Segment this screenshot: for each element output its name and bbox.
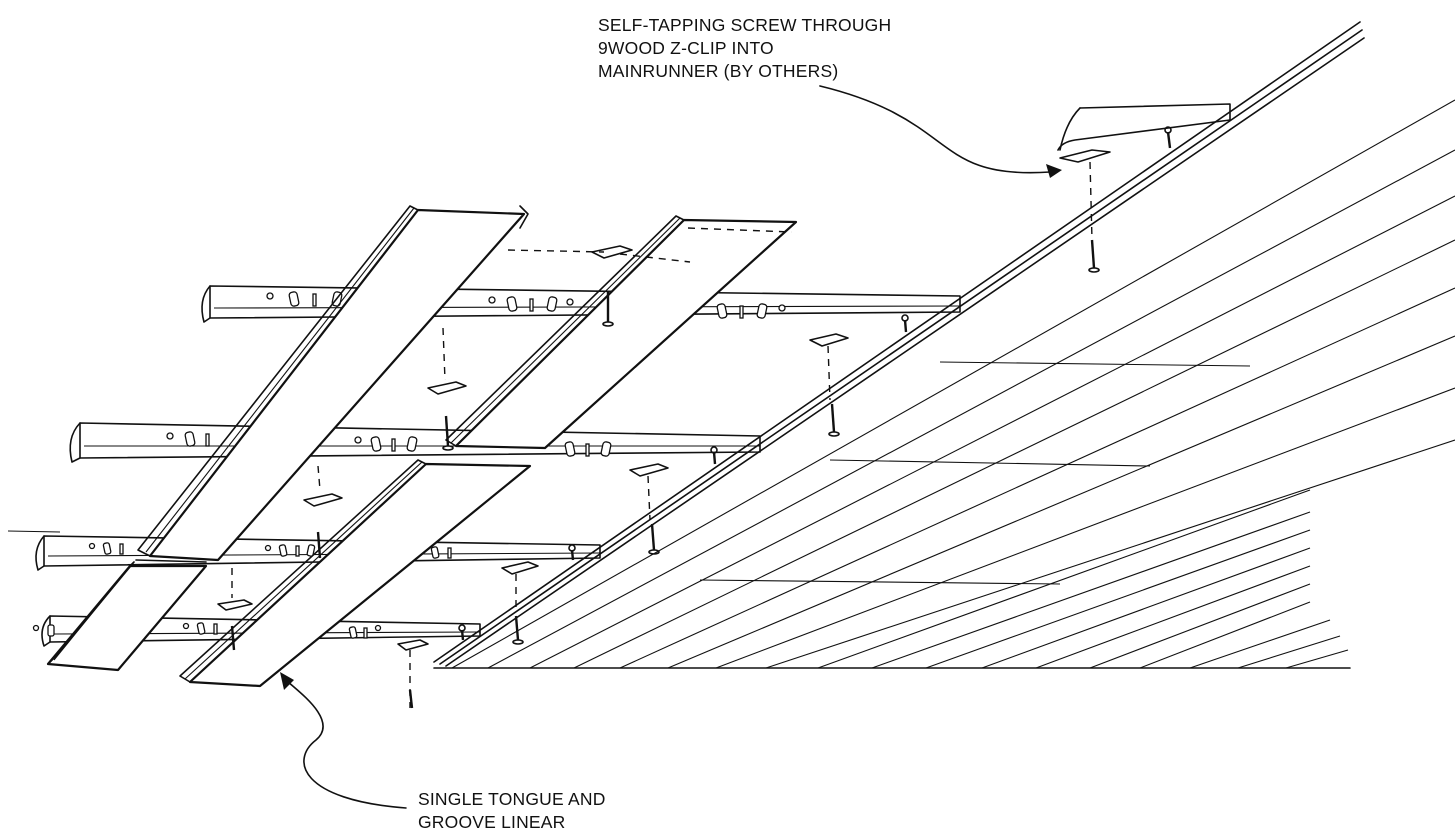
- plank-lower-left: [46, 559, 208, 672]
- screw-callout-line-2: 9WOOD Z-CLIP INTO: [598, 38, 774, 58]
- plank-callout-line-1: SINGLE TONGUE AND: [418, 789, 606, 809]
- screw-callout-arrow: [819, 85, 1051, 174]
- screw-callout-line-1: SELF-TAPPING SCREW THROUGH: [598, 15, 892, 35]
- plank-callout-arrow: [285, 679, 407, 809]
- screw-arrowhead-icon: [1046, 164, 1062, 178]
- plank-lower-right: [179, 459, 532, 688]
- screw-callout-line-3: MAINRUNNER (BY OTHERS): [598, 61, 839, 81]
- runner-edge-line: [7, 530, 61, 533]
- plank-callout-label: SINGLE TONGUE AND GROOVE LINEAR: [418, 788, 606, 834]
- installed-ceiling-planks: [433, 21, 1455, 669]
- screw-callout-label: SELF-TAPPING SCREW THROUGH 9WOOD Z-CLIP …: [598, 14, 891, 83]
- plank-arrowhead-icon: [280, 672, 294, 690]
- z-clips-and-screws: [217, 126, 1172, 709]
- main-runner-far: [1057, 103, 1231, 151]
- plank-callout-line-2: GROOVE LINEAR: [418, 812, 566, 832]
- plank-upper-right: [445, 215, 798, 450]
- callout-arrows: [280, 85, 1062, 809]
- plank-upper-left: [137, 205, 529, 562]
